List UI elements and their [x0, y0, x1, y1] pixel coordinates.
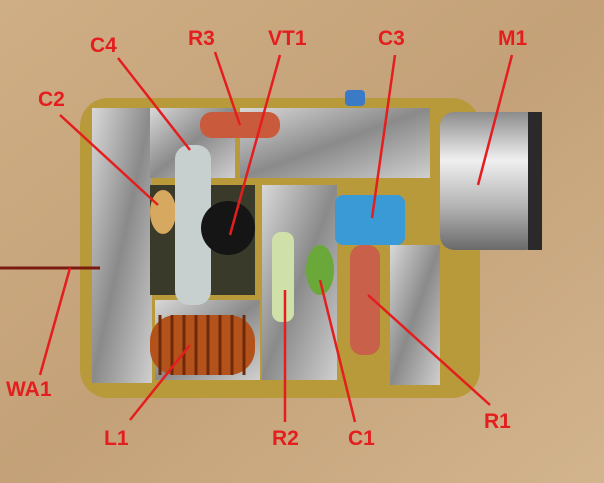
- transistor-vt1: [201, 201, 255, 255]
- label-r1: R1: [484, 410, 511, 433]
- capacitor-c2: [150, 190, 176, 234]
- label-r3: R3: [188, 27, 215, 50]
- label-c4: C4: [90, 34, 117, 57]
- label-m1: M1: [498, 27, 527, 50]
- leader-line-vt1: [228, 54, 282, 236]
- leader-line-l1: [129, 344, 191, 421]
- leader-line-c4: [117, 57, 191, 151]
- capacitor-small: [345, 90, 365, 106]
- capacitor-c1: [306, 245, 334, 295]
- leader-line-r1: [367, 294, 491, 406]
- solder-pad: [92, 108, 152, 383]
- inductor-l1: [150, 315, 255, 375]
- label-r2: R2: [272, 427, 299, 450]
- label-vt1: VT1: [268, 27, 307, 50]
- resistor-r2: [272, 232, 294, 322]
- label-l1: L1: [104, 427, 129, 450]
- label-c3: C3: [378, 27, 405, 50]
- label-c1: C1: [348, 427, 375, 450]
- leader-line-c1: [318, 279, 357, 423]
- microphone: [440, 112, 540, 250]
- capacitor-c3: [335, 195, 405, 245]
- leader-line-r3: [213, 51, 242, 126]
- label-c2: C2: [38, 88, 65, 111]
- capacitor-c4: [175, 145, 211, 305]
- label-wa1: WA1: [6, 378, 52, 401]
- resistor-r1: [350, 245, 380, 355]
- leader-line-c2: [59, 114, 159, 206]
- leader-line-c3: [370, 54, 397, 219]
- leader-line-wa1: [38, 267, 72, 376]
- leader-line-m1: [476, 54, 514, 186]
- solder-pad: [390, 245, 440, 385]
- microphone-face: [528, 112, 542, 250]
